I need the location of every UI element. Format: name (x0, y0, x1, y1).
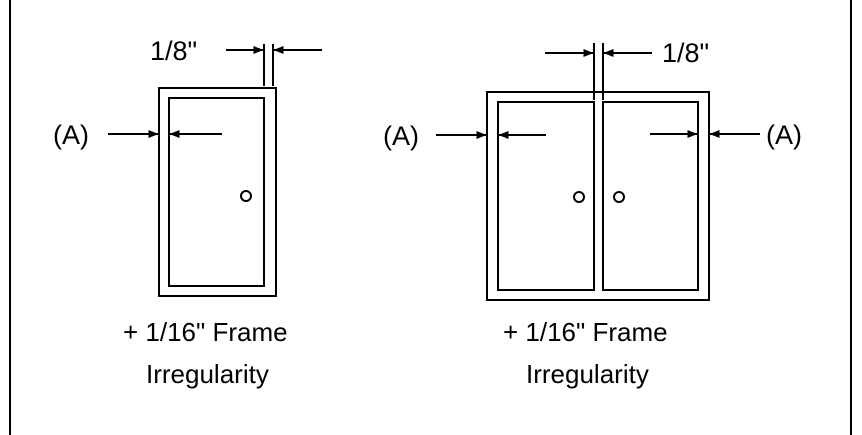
double-door-right-knob-icon (613, 191, 625, 203)
single-side-gap-label: (A) (53, 120, 89, 150)
double-right-gap-label: (A) (766, 120, 802, 150)
single-caption-line2: Irregularity (146, 359, 269, 389)
single-door: 1/8" (A) + 1/16" Frame Irregularity (53, 36, 322, 389)
double-center-gap-dimension (545, 43, 652, 100)
double-door: 1/8" (A) (A) + 1/16" Frame Irregularity (383, 38, 802, 389)
single-door-leaf (168, 97, 265, 287)
double-door-frame (486, 91, 710, 301)
double-center-gap-label: 1/8" (662, 38, 709, 68)
single-top-gap-dimension (226, 44, 322, 86)
double-caption-line1: + 1/16" Frame (503, 317, 668, 347)
double-door-left-leaf (497, 101, 595, 291)
single-caption-line1: + 1/16" Frame (123, 317, 288, 347)
double-door-left-knob-icon (573, 191, 585, 203)
double-caption-line2: Irregularity (526, 359, 649, 389)
double-door-right-leaf (602, 101, 699, 291)
single-door-knob-icon (240, 190, 252, 202)
double-left-gap-label: (A) (383, 121, 419, 151)
single-door-frame (158, 87, 277, 297)
single-top-gap-label: 1/8" (150, 36, 197, 66)
outer-border (9, 0, 852, 435)
